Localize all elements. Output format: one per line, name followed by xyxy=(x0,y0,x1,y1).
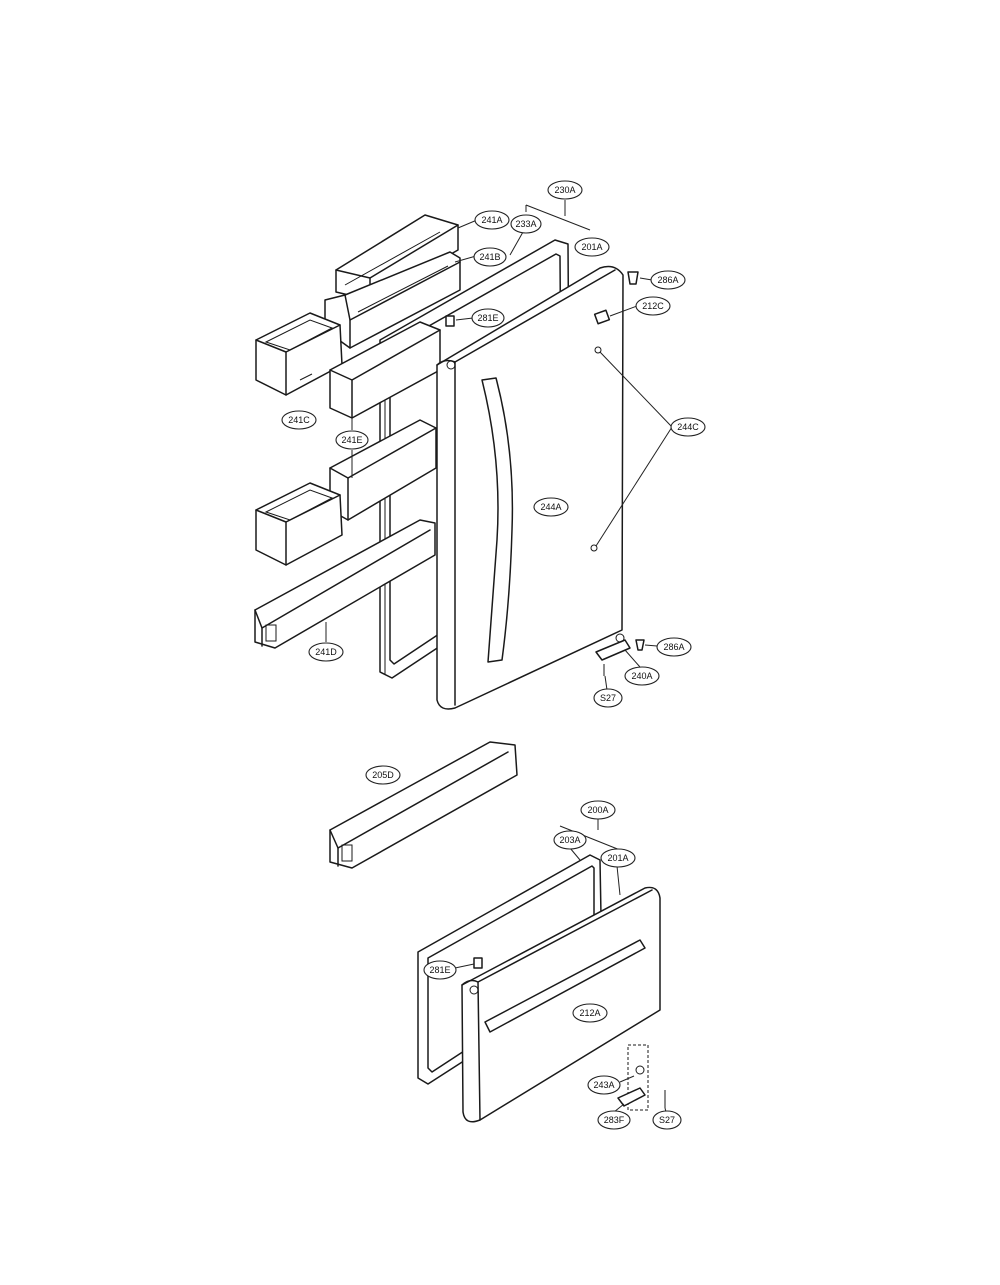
svg-text:S27: S27 xyxy=(600,693,616,703)
part-212C xyxy=(593,309,611,325)
pin-281E-top xyxy=(445,315,455,327)
svg-text:244A: 244A xyxy=(540,502,561,512)
callout-201A-bottom: 201A xyxy=(600,848,636,868)
callout-286A-top: 286A xyxy=(650,270,686,290)
callout-243A: 243A xyxy=(587,1075,621,1095)
callout-212C: 212C xyxy=(635,296,671,316)
svg-text:281E: 281E xyxy=(429,965,450,975)
svg-text:233A: 233A xyxy=(515,219,536,229)
callout-241B: 241B xyxy=(473,247,507,267)
svg-text:241A: 241A xyxy=(481,215,502,225)
svg-text:203A: 203A xyxy=(559,835,580,845)
callout-200A: 200A xyxy=(580,800,616,820)
svg-text:241C: 241C xyxy=(288,415,310,425)
callout-201A-top: 201A xyxy=(574,237,610,257)
svg-text:201A: 201A xyxy=(607,853,628,863)
door-bin-241D xyxy=(254,519,436,649)
callout-230A: 230A xyxy=(547,180,583,200)
svg-text:241B: 241B xyxy=(479,252,500,262)
svg-text:212C: 212C xyxy=(642,301,664,311)
door-bin-241C-upper xyxy=(255,312,343,396)
svg-text:286A: 286A xyxy=(657,275,678,285)
callout-S27-top: S27 xyxy=(593,688,623,708)
svg-text:212A: 212A xyxy=(579,1008,600,1018)
freezer-door-212A xyxy=(461,886,661,1123)
hinge-cap-286A-top xyxy=(627,271,639,285)
door-bin-241C-lower xyxy=(255,482,343,566)
door-bin-241A xyxy=(335,214,459,301)
hinge-240A xyxy=(595,633,645,676)
svg-text:283F: 283F xyxy=(604,1115,625,1125)
callout-281E-top: 281E xyxy=(471,308,505,328)
svg-text:230A: 230A xyxy=(554,185,575,195)
svg-text:205D: 205D xyxy=(372,770,394,780)
svg-text:S27: S27 xyxy=(659,1115,675,1125)
callout-244A: 244A xyxy=(533,497,569,517)
callout-240A: 240A xyxy=(624,666,660,686)
svg-text:244C: 244C xyxy=(677,422,699,432)
svg-text:200A: 200A xyxy=(587,805,608,815)
callout-212A: 212A xyxy=(572,1003,608,1023)
callout-205D: 205D xyxy=(365,765,401,785)
callout-233A: 233A xyxy=(510,214,542,234)
svg-text:286A: 286A xyxy=(663,642,684,652)
callout-241A: 241A xyxy=(474,210,510,230)
callout-203A: 203A xyxy=(553,830,587,850)
door-bin-241E xyxy=(329,321,441,521)
svg-text:241E: 241E xyxy=(341,435,362,445)
svg-text:243A: 243A xyxy=(593,1080,614,1090)
callout-241E: 241E xyxy=(335,430,369,450)
callout-244C: 244C xyxy=(670,417,706,437)
refrigerator-door-244A xyxy=(436,265,624,710)
svg-text:201A: 201A xyxy=(581,242,602,252)
svg-text:281E: 281E xyxy=(477,313,498,323)
pin-281E-bottom xyxy=(473,957,483,969)
callout-241C: 241C xyxy=(281,410,317,430)
callout-286A-bottom: 286A xyxy=(656,637,692,657)
callout-283F: 283F xyxy=(597,1110,631,1130)
svg-text:240A: 240A xyxy=(631,671,652,681)
callout-241D: 241D xyxy=(308,642,344,662)
callout-S27-bottom: S27 xyxy=(652,1110,682,1130)
door-bin-205D xyxy=(329,741,518,869)
svg-text:241D: 241D xyxy=(315,647,337,657)
hinge-243A xyxy=(617,1044,666,1111)
callout-281E-bottom: 281E xyxy=(423,960,457,980)
